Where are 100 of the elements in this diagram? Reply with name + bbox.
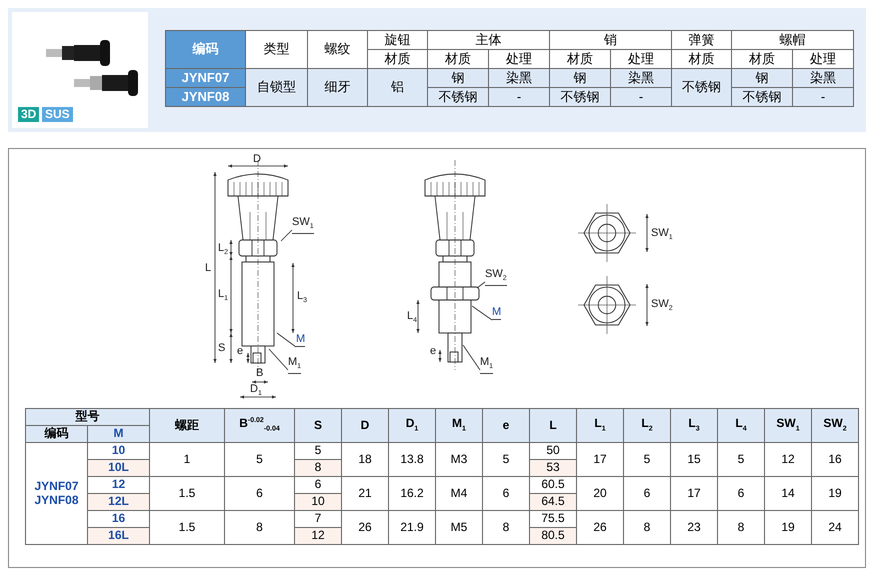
table-cell: 26 — [342, 510, 388, 544]
header-cell: 型号 — [26, 408, 150, 426]
table-cell: 12 — [764, 442, 812, 476]
table-cell: 21.9 — [388, 510, 436, 544]
dimension-label: S — [218, 342, 226, 355]
table-cell: 5 — [482, 442, 530, 476]
table-cell: 26 — [576, 510, 624, 544]
table-cell: 5 — [718, 442, 764, 476]
table-cell: 15 — [670, 442, 718, 476]
table-cell: 不锈钢 — [672, 68, 732, 106]
header-cell: S — [294, 408, 342, 442]
header-cell: 类型 — [246, 30, 308, 68]
table-cell: 19 — [764, 510, 812, 544]
header-cell: 材质 — [732, 50, 792, 68]
header-cell: L$_{3}$ — [670, 408, 718, 442]
table-cell: 细牙 — [308, 68, 368, 106]
table-cell: 6 — [718, 476, 764, 510]
header-cell: L$_{4}$ — [718, 408, 764, 442]
dimension-label: L — [205, 262, 212, 275]
table-cell: 16.2 — [388, 476, 436, 510]
table-cell: 14 — [764, 476, 812, 510]
table-cell: 10 — [294, 494, 342, 510]
table-cell: 不锈钢 — [550, 88, 610, 106]
dimension-label: e — [237, 345, 244, 358]
table-cell: - — [792, 88, 854, 106]
dimension-label: B — [256, 367, 264, 380]
header-cell: 螺帽 — [732, 30, 854, 50]
header-cell: 弹簧 — [672, 30, 732, 50]
table-cell: - — [488, 88, 550, 106]
table-cell: 8 — [224, 510, 294, 544]
part-label: M — [492, 306, 502, 320]
table-cell: 不锈钢 — [732, 88, 792, 106]
table-cell: 6 — [224, 476, 294, 510]
table-cell: 1.5 — [150, 476, 224, 510]
part-label: M$_{1}$ — [480, 356, 494, 374]
table-cell: 24 — [812, 510, 858, 544]
table-cell: 10L — [88, 460, 150, 476]
leader-line — [472, 306, 492, 320]
table-cell: 8 — [294, 460, 342, 476]
table-cell: 19 — [812, 476, 858, 510]
table-cell: 钢 — [428, 68, 488, 88]
header-cell: D$_{1}$ — [388, 408, 436, 442]
dimension-label: e — [430, 345, 436, 358]
header-cell: 处理 — [488, 50, 550, 68]
header-cell: M$_{1}$ — [436, 408, 482, 442]
dimension-label: L$_{4}$ — [407, 310, 418, 326]
header-cell: 螺距 — [150, 408, 224, 442]
header-cell: SW$_{1}$ — [764, 408, 812, 442]
badge: 3D — [18, 107, 40, 122]
table-cell: 17 — [670, 476, 718, 510]
table-cell: M5 — [436, 510, 482, 544]
table-cell: 染黑 — [610, 68, 672, 88]
header-cell: L$_{2}$ — [624, 408, 670, 442]
table-cell: 23 — [670, 510, 718, 544]
table-cell: JYNF07 JYNF08 — [26, 442, 88, 544]
leader-line — [476, 282, 486, 288]
table-cell: 染黑 — [792, 68, 854, 88]
header-cell: SW$_{2}$ — [812, 408, 858, 442]
badge: SUS — [42, 107, 73, 122]
part-label: SW$_{2}$ — [485, 268, 507, 286]
table-cell: 17 — [576, 442, 624, 476]
dimension-label: L$_{2}$ — [218, 242, 228, 258]
leader-line — [280, 230, 292, 242]
table-cell: 5 — [624, 442, 670, 476]
table-cell: 铝 — [368, 68, 428, 106]
header-cell: 材质 — [368, 50, 428, 68]
table-cell: 21 — [342, 476, 388, 510]
dimension-label: D — [253, 153, 261, 166]
header-cell: 螺纹 — [308, 30, 368, 68]
header-cell: L$_{1}$ — [576, 408, 624, 442]
table-cell: 不锈钢 — [428, 88, 488, 106]
table-cell: 16 — [812, 442, 858, 476]
table-cell: JYNF07 — [166, 68, 246, 88]
header-cell: 旋钮 — [368, 30, 428, 50]
table-cell: 钢 — [732, 68, 792, 88]
table-cell: 20 — [576, 476, 624, 510]
table-cell: M4 — [436, 476, 482, 510]
part-label: M — [296, 333, 306, 347]
table-cell: 6 — [482, 476, 530, 510]
header-cell: D — [342, 408, 388, 442]
table-cell: 8 — [482, 510, 530, 544]
table-cell: 1.5 — [150, 510, 224, 544]
table-cell: 16L — [88, 528, 150, 544]
table-cell: 8 — [718, 510, 764, 544]
table-cell: M3 — [436, 442, 482, 476]
dimension-label: D$_{1}$ — [250, 383, 262, 400]
table-cell: 自锁型 — [246, 68, 308, 106]
header-cell: 处理 — [610, 50, 672, 68]
table-cell: 8 — [624, 510, 670, 544]
header-cell: 主体 — [428, 30, 550, 50]
table-cell: 13.8 — [388, 442, 436, 476]
header-cell: 编码 — [26, 426, 88, 442]
table-cell: 5 — [224, 442, 294, 476]
part-label: M$_{1}$ — [288, 356, 302, 374]
dimension-label: SW$_{1}$ — [651, 227, 673, 244]
dimension-label: L$_{3}$ — [297, 290, 308, 306]
header-cell: 销 — [550, 30, 672, 50]
header-cell: L — [530, 408, 576, 442]
table-cell: 钢 — [550, 68, 610, 88]
header-cell: 编码 — [166, 30, 246, 68]
